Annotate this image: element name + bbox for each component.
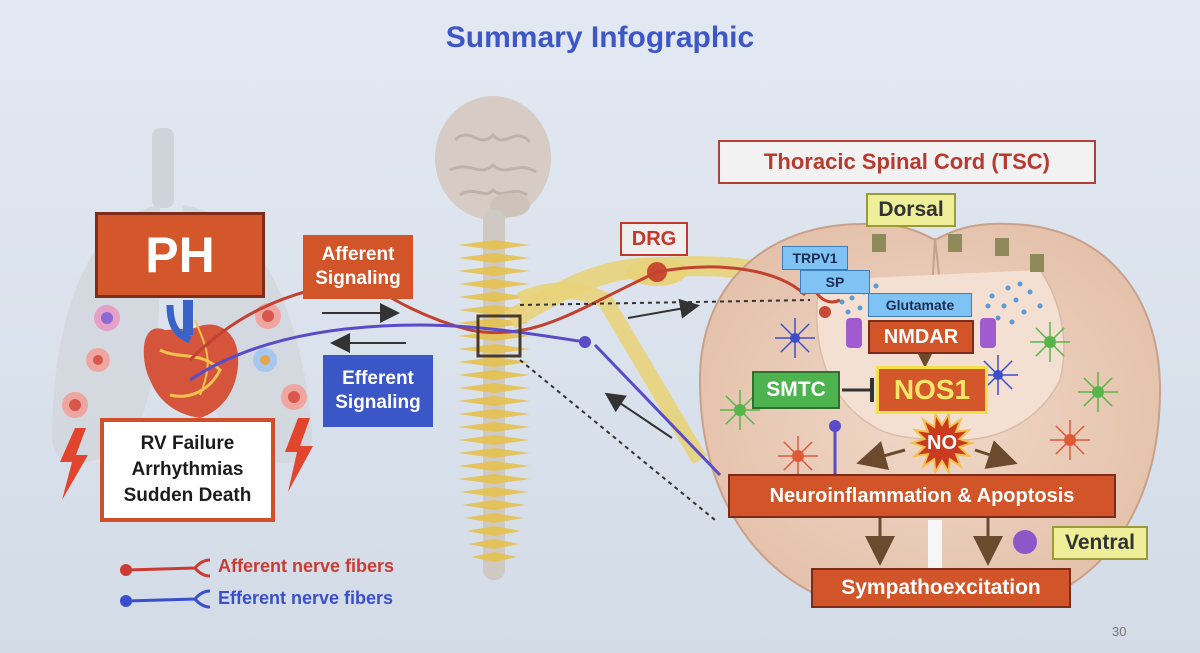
- neuroinflammation-label: Neuroinflammation & Apoptosis: [728, 474, 1116, 518]
- efferent-pathway: [189, 323, 841, 477]
- dotted-projection-lines: [519, 299, 811, 521]
- spinal-column: [458, 210, 530, 580]
- rv-failure-text: RV Failure: [140, 433, 235, 454]
- ventral-label: Ventral: [1052, 526, 1148, 560]
- slide-title: Summary Infographic: [445, 21, 755, 54]
- brain-icon: [435, 96, 551, 220]
- legend-efferent-text: Efferent nerve fibers: [218, 588, 394, 608]
- smtc-label: SMTC: [752, 371, 840, 409]
- ph-label: PH: [95, 212, 265, 298]
- rv-outcomes-box: RV Failure Arrhythmias Sudden Death: [100, 418, 275, 522]
- signal-direction-arrows: [322, 298, 700, 439]
- heart-icon: [143, 300, 239, 418]
- nos1-label: NOS1: [876, 366, 988, 414]
- sp-label: SP: [800, 270, 870, 294]
- dorsal-label: Dorsal: [866, 193, 956, 227]
- drg-label: DRG: [620, 222, 688, 256]
- legend-afferent-text: Afferent nerve fibers: [218, 556, 395, 576]
- focus-box: [476, 314, 522, 358]
- page-number: 30: [1112, 624, 1127, 639]
- legend-afferent-line: [120, 558, 211, 578]
- lung-lesion-icons: [62, 303, 307, 418]
- glutamate-label: Glutamate: [868, 293, 972, 317]
- sudden-death-text: Sudden Death: [123, 485, 252, 506]
- nmdar-channel-icons: [846, 318, 996, 348]
- legend-efferent-line: [120, 589, 211, 609]
- pathway-arrows: [842, 338, 1018, 566]
- no-label: NO: [927, 431, 957, 454]
- afferent-signaling-label: Afferent Signaling: [303, 235, 413, 299]
- tsc-label: Thoracic Spinal Cord (TSC): [718, 140, 1096, 184]
- nmdar-label: NMDAR: [868, 320, 974, 354]
- trpv1-label: TRPV1: [782, 246, 848, 270]
- sympathoexcitation-label: Sympathoexcitation: [811, 568, 1071, 608]
- lightning-icons: [60, 418, 313, 500]
- no-burst-shape: [908, 410, 976, 476]
- ion-channel-icons: [872, 234, 1044, 272]
- efferent-signaling-label: Efferent Signaling: [323, 355, 433, 427]
- arrhythmias-text: Arrhythmias: [131, 459, 244, 480]
